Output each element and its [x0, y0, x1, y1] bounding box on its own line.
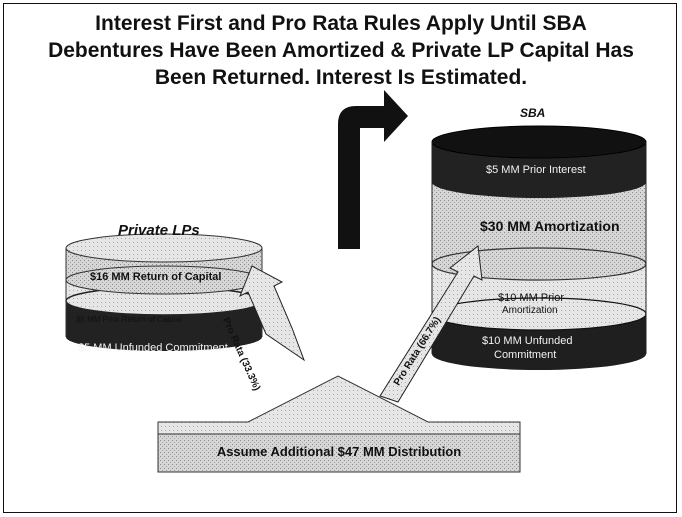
lp-return-of-capital-label: $16 MM Return of Capital	[90, 271, 222, 283]
lp-prior-return-label: $5 MM Prior Return of Capital	[76, 315, 182, 324]
private-lps-heading: Private LPs	[118, 222, 200, 239]
slide-frame: Interest First and Pro Rata Rules Apply …	[3, 3, 677, 513]
sba-unfunded-line-1: $10 MM Unfunded	[482, 335, 573, 347]
black-redirect-arrow	[338, 90, 408, 249]
slide-title: Interest First and Pro Rata Rules Apply …	[4, 10, 678, 91]
right-pro-rata-arrow	[379, 245, 483, 403]
lp-unfunded-label: $5 MM Unfunded Commitment	[78, 342, 228, 354]
title-line-2: Debentures Have Been Amortized & Private…	[48, 39, 634, 62]
sba-prior-amortization-line-2: Amortization	[502, 305, 558, 316]
sba-prior-interest-label: $5 MM Prior Interest	[486, 164, 586, 176]
flow-diagram	[65, 90, 647, 473]
title-line-1: Interest First and Pro Rata Rules Apply …	[95, 12, 587, 35]
title-line-3: Been Returned. Interest Is Estimated.	[154, 66, 528, 89]
distribution-label: Assume Additional $47 MM Distribution	[216, 444, 462, 459]
sba-heading: SBA	[520, 106, 546, 120]
distribution-arrow	[157, 375, 521, 473]
sba-amortization-label: $30 MM Amortization	[480, 218, 620, 234]
sba-cylinder	[431, 125, 647, 370]
sba-unfunded-line-2: Commitment	[494, 349, 557, 361]
left-pro-rata-arrow	[239, 265, 306, 362]
sba-prior-amortization-line-1: $10 MM Prior	[498, 292, 565, 304]
